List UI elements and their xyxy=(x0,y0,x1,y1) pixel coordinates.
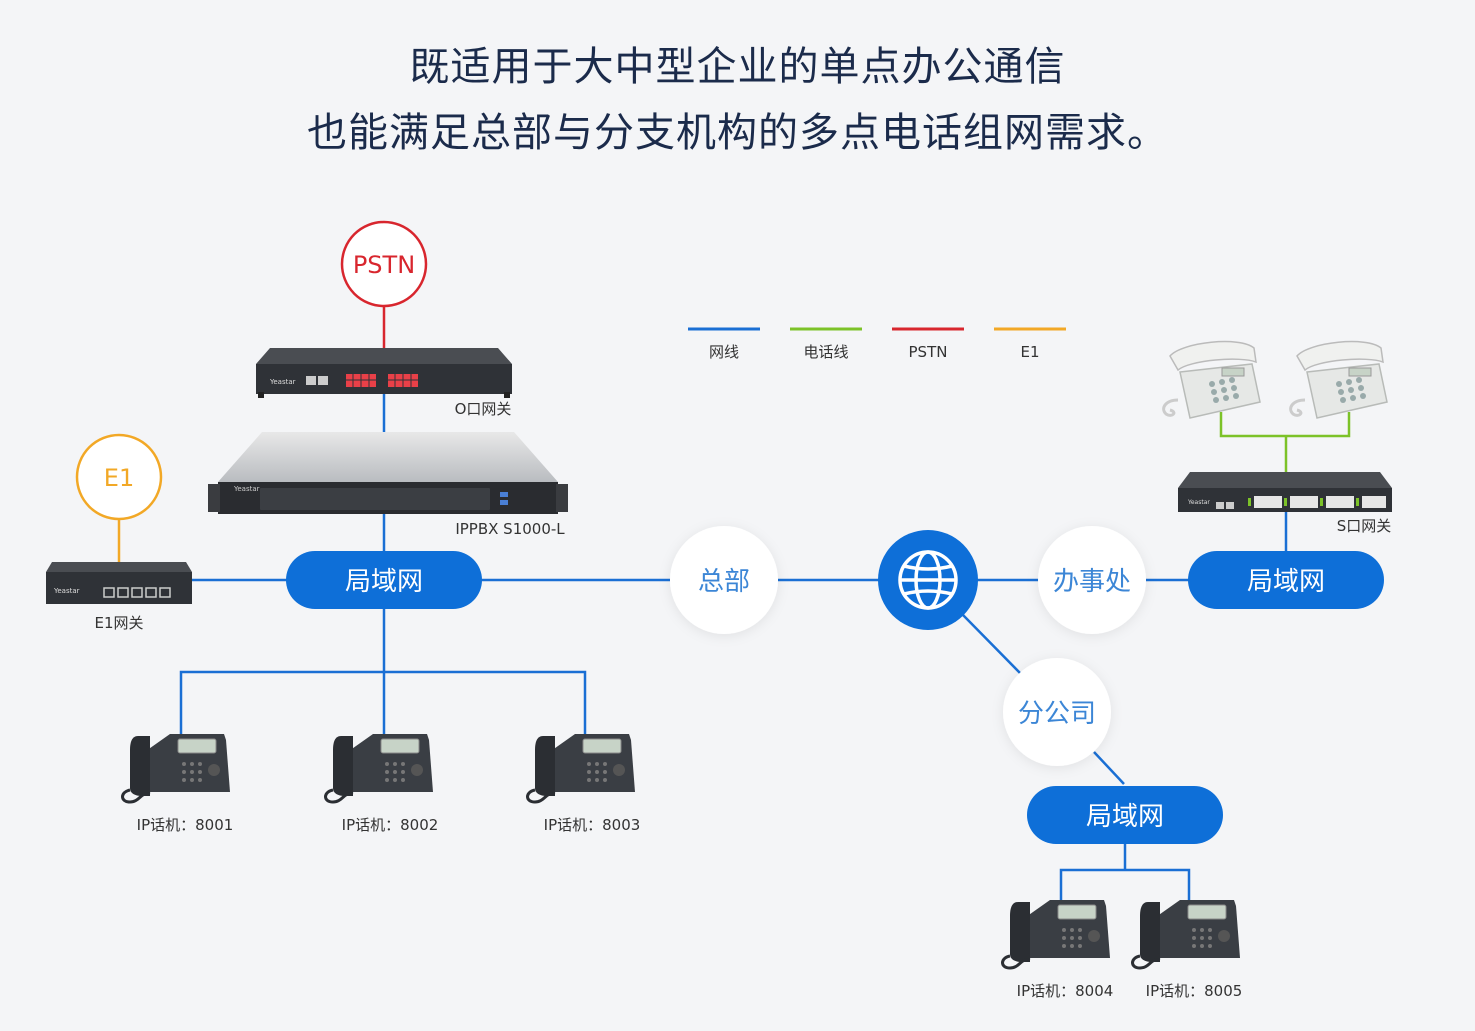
ip-phone-8005-label: IP话机：8005 xyxy=(1146,982,1243,1000)
e1-label: E1 xyxy=(104,464,134,492)
office-node[interactable]: 办事处 xyxy=(1038,526,1146,634)
ip-phone-8003-label: IP话机：8003 xyxy=(544,816,641,834)
lan-office-pill[interactable]: 局域网 xyxy=(1188,551,1384,609)
e1-gateway-label: E1网关 xyxy=(94,614,143,632)
lan-hq-pill[interactable]: 局域网 xyxy=(286,551,482,609)
ippbx-label: IPPBX S1000-L xyxy=(455,520,565,538)
e1-gateway-device: Yeastar xyxy=(46,562,192,604)
branch-to-lan-line xyxy=(1093,751,1125,785)
internet-node[interactable] xyxy=(878,530,978,630)
ippbx-brand: Yeastar xyxy=(233,485,260,493)
e1-gateway-brand: Yeastar xyxy=(53,587,80,595)
ip-phone-8005 xyxy=(1131,898,1242,970)
branch-node[interactable]: 分公司 xyxy=(1003,658,1111,766)
page-title-line2: 也能满足总部与分支机构的多点电话组网需求。 xyxy=(307,110,1168,156)
ip-phone-8004-label: IP话机：8004 xyxy=(1017,982,1114,1000)
o-gateway-device: Yeastar xyxy=(256,348,512,398)
pstn-label: PSTN xyxy=(353,251,415,279)
ip-phone-8001-label: IP话机：8001 xyxy=(137,816,234,834)
s-gateway-brand: Yeastar xyxy=(1187,499,1210,506)
legend-pstn-label: PSTN xyxy=(909,343,948,361)
analog-phone-2 xyxy=(1289,340,1389,420)
globe-icon xyxy=(898,550,958,610)
o-gateway-label: O口网关 xyxy=(455,400,512,418)
analog-phone-1 xyxy=(1162,340,1262,420)
internet-to-branch-line xyxy=(962,614,1021,674)
e1-circle: E1 xyxy=(75,433,163,521)
branch-label: 分公司 xyxy=(1018,699,1096,729)
hq-node[interactable]: 总部 xyxy=(670,526,778,634)
lan-branch-label: 局域网 xyxy=(1086,802,1164,832)
connection-lines xyxy=(117,306,1351,902)
branch-phone-bus-line xyxy=(1059,868,1191,902)
hq-label: 总部 xyxy=(698,567,750,597)
page-title-line1: 既适用于大中型企业的单点办公通信 xyxy=(409,44,1066,90)
legend-e1-label: E1 xyxy=(1020,343,1039,361)
office-label: 办事处 xyxy=(1053,567,1131,597)
ip-phone-8004 xyxy=(1001,898,1112,970)
ip-phone-8001 xyxy=(121,732,232,804)
legend-network-label: 网线 xyxy=(709,343,739,361)
ippbx-device: Yeastar xyxy=(208,432,568,514)
ip-phone-8003 xyxy=(526,732,637,804)
o-gateway-brand: Yeastar xyxy=(269,378,296,386)
lan-office-label: 局域网 xyxy=(1247,567,1325,597)
s-gateway-device: Yeastar xyxy=(1178,472,1392,512)
pstn-circle: PSTN xyxy=(340,220,428,308)
lan-branch-pill[interactable]: 局域网 xyxy=(1027,786,1223,844)
ip-phone-8002 xyxy=(324,732,435,804)
lan-hq-label: 局域网 xyxy=(345,567,423,597)
ip-phone-8002-label: IP话机：8002 xyxy=(342,816,439,834)
legend: 网线 电话线 PSTN E1 xyxy=(688,327,1066,361)
s-gateway-label: S口网关 xyxy=(1337,517,1392,535)
legend-phone-label: 电话线 xyxy=(803,343,848,361)
